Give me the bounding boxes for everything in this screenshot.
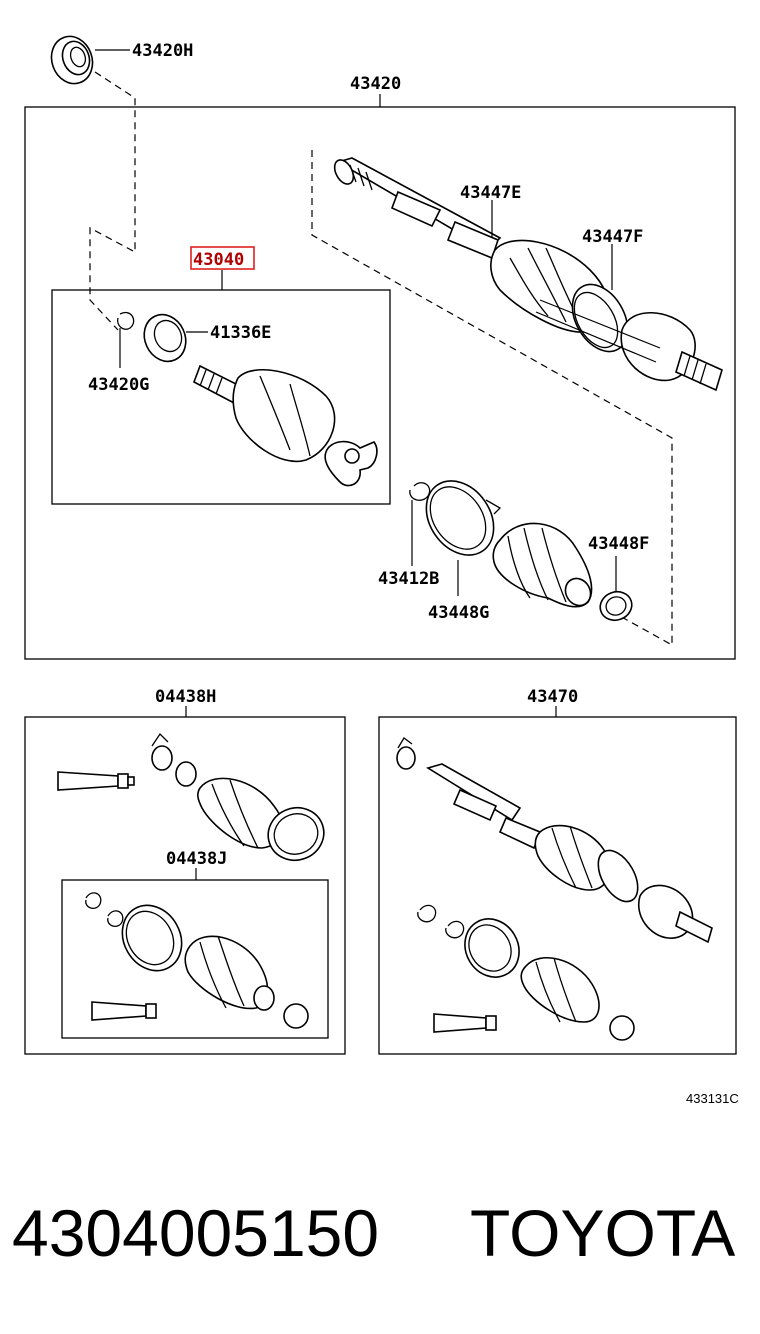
oil-seal-43420h bbox=[50, 35, 94, 85]
inner-cv-joint bbox=[193, 364, 378, 487]
guide-dashed-shaft bbox=[311, 150, 673, 647]
kit-parts-43470 bbox=[417, 904, 635, 1041]
clamp-small-04438h bbox=[151, 732, 197, 787]
brand-name: TOYOTA bbox=[470, 1196, 735, 1270]
outer-cv-joint bbox=[535, 299, 723, 392]
drive-shaft bbox=[333, 157, 502, 260]
kit-box-04438j bbox=[61, 879, 329, 1039]
guide-dashed-seal bbox=[89, 71, 136, 331]
label-41336e: 41336E bbox=[210, 323, 271, 343]
inner-boot bbox=[492, 522, 593, 608]
drive-shaft-43470 bbox=[396, 737, 713, 944]
label-43470: 43470 bbox=[527, 687, 578, 707]
dust-seal-41336e bbox=[143, 313, 187, 363]
assembly-box-43040 bbox=[51, 289, 391, 505]
label-43447e: 43447E bbox=[460, 183, 521, 203]
diagram-code: 433131C bbox=[686, 1091, 739, 1106]
boot-band-43448g bbox=[425, 480, 502, 556]
snap-ring-43420g bbox=[117, 311, 135, 330]
kit-parts-04438j bbox=[85, 892, 309, 1029]
label-43040: 43040 bbox=[193, 250, 244, 270]
part-number: 4304005150 bbox=[12, 1196, 379, 1270]
label-04438j: 04438J bbox=[166, 849, 227, 869]
grease-tube-04438h bbox=[57, 771, 135, 791]
label-04438h: 04438H bbox=[155, 687, 216, 707]
label-43447f: 43447F bbox=[582, 227, 643, 247]
boot-clamp-43448f bbox=[599, 590, 633, 622]
label-43448g: 43448G bbox=[428, 603, 489, 623]
highlight-box-43040 bbox=[190, 246, 255, 270]
label-43420: 43420 bbox=[350, 74, 401, 94]
label-43448f: 43448F bbox=[588, 534, 649, 554]
label-43412b: 43412B bbox=[378, 569, 439, 589]
label-43420h: 43420H bbox=[132, 41, 193, 61]
snap-ring-43412b bbox=[409, 482, 431, 501]
outer-boot-04438h bbox=[197, 777, 284, 849]
label-43420g: 43420G bbox=[88, 375, 149, 395]
assembly-box-43420 bbox=[24, 106, 736, 660]
boot-band-04438h bbox=[267, 806, 325, 862]
assembly-box-43470 bbox=[378, 716, 737, 1055]
kit-box-04438h bbox=[24, 716, 346, 1055]
